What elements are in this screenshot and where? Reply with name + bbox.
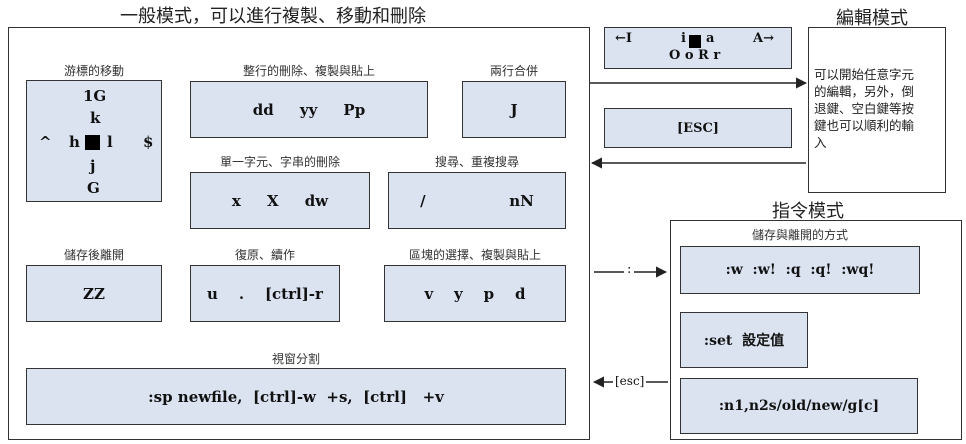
key-j: j xyxy=(90,157,96,175)
search-cmds: / nN xyxy=(420,191,534,210)
line-ops-label: 整行的刪除、複製與貼上 xyxy=(242,64,375,78)
set-cmd: :set 設定值 xyxy=(703,333,785,349)
join-label: 兩行合併 xyxy=(489,64,538,78)
save-methods-cmds: :w :w! :q :q! :wq! xyxy=(725,262,875,278)
esc-box: [ESC] xyxy=(604,108,792,148)
char-ops-cmds: x X dw xyxy=(231,191,329,210)
esc-key: [ESC] xyxy=(677,120,719,136)
char-ops-label: 單一字元、字串的刪除 xyxy=(219,155,340,169)
insert-keys-box: ←I i a A→ O o R r xyxy=(604,27,792,69)
normal-mode-title: 一般模式，可以進行複製、移動和刪除 xyxy=(120,6,426,27)
key-l: l xyxy=(107,133,113,151)
edit-mode-frame xyxy=(808,27,946,193)
block-ops-label: 區塊的選擇、複製與貼上 xyxy=(408,248,541,262)
key-G: G xyxy=(87,179,100,197)
edit-cursor-icon xyxy=(689,31,701,50)
key-OoRr: O o R r xyxy=(669,48,721,63)
command-mode-title: 指令模式 xyxy=(772,201,844,222)
save-methods-label: 儲存與離開的方式 xyxy=(751,228,848,242)
cursor-block-icon xyxy=(85,133,100,152)
split-label: 視窗分割 xyxy=(271,352,320,366)
edit-desc-line: 入 xyxy=(814,135,827,150)
char-ops-box: x X dw xyxy=(190,172,370,229)
search-label: 搜尋、重複搜尋 xyxy=(434,155,519,169)
join-box: J xyxy=(462,81,566,138)
edit-desc-line: 可以開始任意字元 xyxy=(814,67,915,82)
key-I: ←I xyxy=(615,31,632,46)
edit-mode-title: 編輯模式 xyxy=(836,8,908,29)
key-i: i xyxy=(681,31,686,46)
save-quit-label: 儲存後離開 xyxy=(63,248,124,262)
cursor-move-label: 游標的移動 xyxy=(63,64,124,78)
block-ops-box: v y p d xyxy=(384,265,566,322)
substitute-cmd: :n1,n2s/old/new/g[c] xyxy=(718,398,880,414)
key-caret: ^ xyxy=(39,133,52,151)
key-A: A→ xyxy=(753,31,774,46)
save-quit-cmd: ZZ xyxy=(83,284,105,303)
join-cmd: J xyxy=(510,100,518,119)
block-ops-cmds: v y p d xyxy=(424,284,526,303)
arrow-colon-label: : xyxy=(624,262,635,277)
undo-redo-cmds: u . [ctrl]-r xyxy=(207,284,323,303)
key-dollar: $ xyxy=(143,133,154,151)
edit-mode-description: 可以開始任意字元 的編輯，另外，倒 退鍵、空白鍵等按 鍵也可以順利的輸 入 xyxy=(814,66,944,151)
arrow-esc-label: [esc] xyxy=(613,374,647,388)
save-quit-box: ZZ xyxy=(26,265,162,322)
undo-redo-box: u . [ctrl]-r xyxy=(190,265,340,322)
split-cmds: :sp newfile, [ctrl]-w +s, [ctrl] +v xyxy=(148,387,444,406)
key-k: k xyxy=(90,109,101,127)
search-box: / nN xyxy=(388,172,566,229)
set-box: :set 設定值 xyxy=(680,312,808,368)
key-a: a xyxy=(706,31,715,46)
save-methods-box: :w :w! :q :q! :wq! xyxy=(680,246,920,294)
key-h: h xyxy=(69,133,80,151)
key-1G: 1G xyxy=(83,87,107,105)
cursor-move-box: 1G k ^ h l $ j G xyxy=(26,80,162,202)
edit-desc-line: 的編輯，另外，倒 xyxy=(814,84,915,99)
undo-redo-label: 復原、續作 xyxy=(234,248,295,262)
edit-desc-line: 鍵也可以順利的輸 xyxy=(814,118,915,133)
line-ops-box: dd yy Pp xyxy=(190,81,428,138)
line-ops-cmds: dd yy Pp xyxy=(252,100,366,119)
split-box: :sp newfile, [ctrl]-w +s, [ctrl] +v xyxy=(26,368,566,425)
edit-desc-line: 退鍵、空白鍵等按 xyxy=(814,101,915,116)
substitute-box: :n1,n2s/old/new/g[c] xyxy=(680,378,918,434)
